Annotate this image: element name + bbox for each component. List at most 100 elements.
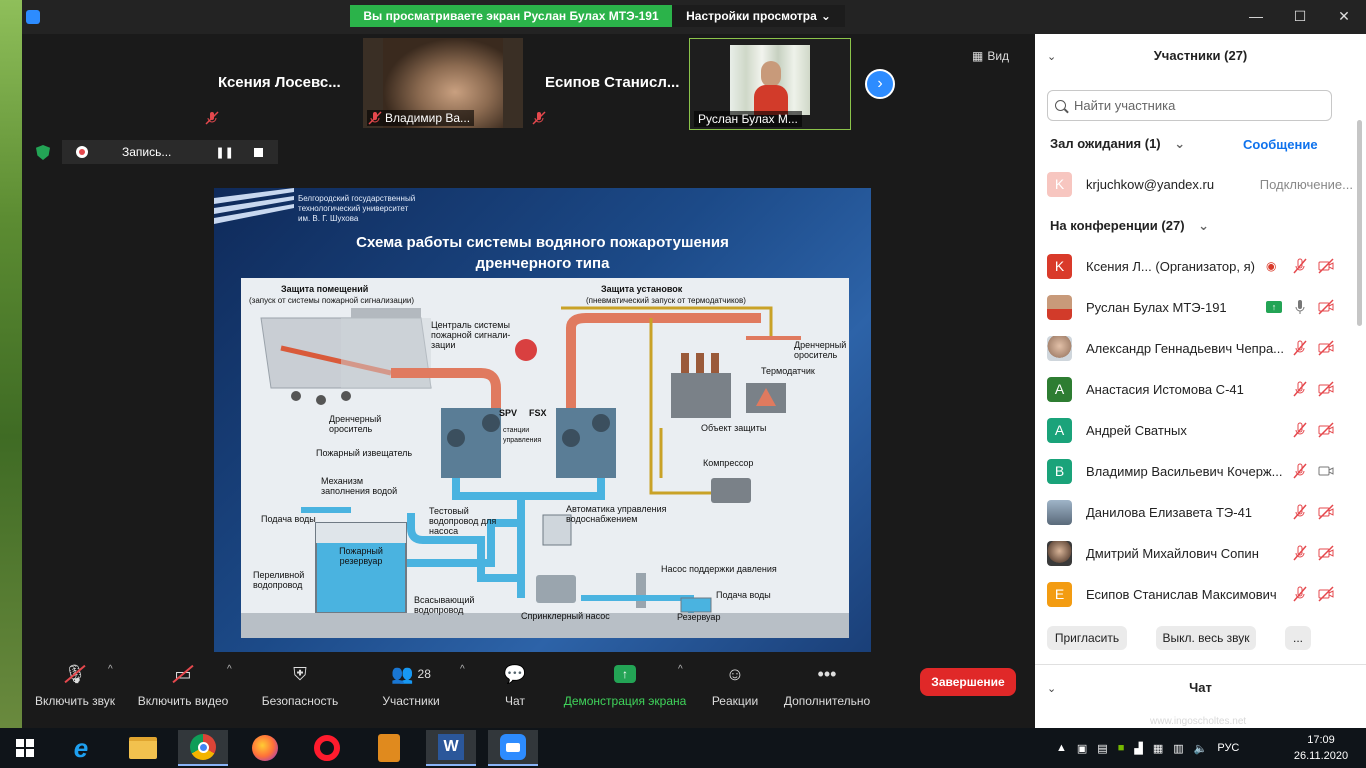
pause-recording-icon[interactable]: ❚❚ <box>215 146 234 159</box>
firefox-icon[interactable] <box>240 730 290 766</box>
more-options-button[interactable]: ... <box>1285 626 1311 650</box>
chevron-down-icon: ⌄ <box>1174 136 1186 151</box>
invite-button[interactable]: Пригласить <box>1047 626 1127 650</box>
chevron-down-icon[interactable]: ⌄ <box>1047 51 1057 63</box>
mute-all-button[interactable]: Выкл. весь звук <box>1156 626 1256 650</box>
windows-start-icon[interactable] <box>0 730 50 766</box>
avatar <box>1047 335 1072 361</box>
mic-muted-icon[interactable] <box>1292 258 1308 274</box>
microphone-icon[interactable] <box>1292 299 1308 315</box>
tile-name: Руслан Булах М... <box>694 111 802 127</box>
diagram-label: Насос поддержки давления <box>661 564 777 574</box>
mic-muted-icon[interactable] <box>1292 422 1308 438</box>
participant-row[interactable]: В Владимир Васильевич Кочерж... <box>1035 451 1353 491</box>
opera-icon[interactable] <box>302 730 352 766</box>
stop-recording-icon[interactable] <box>253 147 263 157</box>
video-options-chevron-icon[interactable]: ^ <box>227 664 232 675</box>
share-screen-arrow-icon: ↑ <box>614 660 636 688</box>
participant-row[interactable]: А Анастасия Истомова С-41 <box>1035 369 1353 409</box>
meeting-toolbar: 🎙 Включить звук ^ ▭ Включить видео ^ ⛨ Б… <box>22 652 1026 728</box>
chrome-icon[interactable] <box>178 730 228 766</box>
mic-muted-icon[interactable] <box>1292 545 1308 561</box>
desktop-watermark: www.ingoscholtes.net <box>1150 716 1247 727</box>
share-screen-button[interactable]: ↑ Демонстрация экрана <box>562 652 688 708</box>
minimize-window-button[interactable]: — <box>1249 8 1263 24</box>
shared-screen-view[interactable]: Белгородский государственный технологиче… <box>214 188 871 652</box>
view-layout-button[interactable]: ▦ Вид <box>972 46 1022 66</box>
view-options-button[interactable]: Настройки просмотра ⌄ <box>672 5 845 27</box>
unmute-button[interactable]: 🎙 Включить звук <box>32 652 118 709</box>
mic-muted-icon[interactable] <box>1292 381 1308 397</box>
chevron-down-icon[interactable]: ⌄ <box>1047 683 1057 695</box>
participant-row[interactable]: K Ксения Л... (Организатор, я) ◉ <box>1035 246 1353 286</box>
next-page-chevron-icon[interactable]: › <box>865 69 895 99</box>
video-tile-ksenia[interactable]: Ксения Лосевс... <box>200 38 360 128</box>
unmute-label: Включить звук <box>34 694 116 708</box>
word-icon[interactable]: W <box>426 730 476 766</box>
chat-panel-title[interactable]: Чат <box>1189 680 1212 695</box>
video-off-icon <box>1318 299 1334 315</box>
participants-options-chevron-icon[interactable]: ^ <box>460 664 465 675</box>
smiley-icon: ☺ <box>725 663 745 684</box>
internet-explorer-icon[interactable]: e <box>73 732 89 763</box>
mic-muted-icon[interactable] <box>1292 504 1308 520</box>
share-options-chevron-icon[interactable]: ^ <box>678 664 683 675</box>
video-off-icon <box>1318 340 1334 356</box>
message-waiting-button[interactable]: Сообщение <box>1243 137 1318 152</box>
tray-app-icon[interactable]: ▦ <box>1152 742 1164 755</box>
taskbar-clock[interactable]: 17:09 26.11.2020 <box>1288 732 1354 764</box>
diagram-label: Пожарный резервуар <box>339 546 383 566</box>
tray-app-icon[interactable]: ▤ <box>1097 742 1108 755</box>
archive-app-icon[interactable] <box>364 730 414 766</box>
waiting-participant-row[interactable]: K krjuchkow@yandex.ru Подключение... <box>1035 164 1353 204</box>
video-off-icon <box>1318 422 1334 438</box>
diagram-label: Подача воды <box>716 590 771 600</box>
participant-name: Александр Геннадьевич Чепра... <box>1086 340 1285 356</box>
participant-row[interactable]: Руслан Булах МТЭ-191 ↑ <box>1035 287 1353 327</box>
participant-row[interactable]: А Андрей Сватных <box>1035 410 1353 450</box>
diagram-label: Автоматика управления водоснабжением <box>566 504 667 524</box>
participant-row[interactable]: Данилова Елизавета ТЭ-41 <box>1035 492 1353 532</box>
chat-button[interactable]: 💬 Чат <box>500 652 530 709</box>
participant-row[interactable]: Дмитрий Михайлович Сопин <box>1035 533 1353 573</box>
start-video-button[interactable]: ▭ Включить видео <box>136 652 230 709</box>
maximize-window-button[interactable]: ☐ <box>1293 7 1307 24</box>
mic-muted-icon[interactable] <box>1292 463 1308 479</box>
mic-muted-icon[interactable] <box>1292 340 1308 356</box>
volume-icon[interactable]: 🔈 <box>1193 742 1208 755</box>
reactions-button[interactable]: ☺ Реакции <box>708 652 762 709</box>
participant-name: Данилова Елизавета ТЭ-41 <box>1086 504 1253 520</box>
participant-row[interactable]: Е Есипов Станислав Максимович <box>1035 574 1353 614</box>
video-tile-vladimir[interactable]: Владимир Ва... <box>363 38 523 128</box>
avatar <box>1047 540 1072 566</box>
video-tile-esipov[interactable]: Есипов Станисл... <box>527 38 687 128</box>
network-icon[interactable]: ▟ <box>1134 742 1143 755</box>
tray-app-icon[interactable]: ▣ <box>1076 742 1088 755</box>
zoom-taskbar-icon[interactable] <box>488 730 538 766</box>
security-button[interactable]: ⛨ Безопасность <box>260 652 340 709</box>
nvidia-icon[interactable]: ■ <box>1117 742 1125 754</box>
diagram-label: (пневматический запуск от термодатчиков) <box>586 296 746 305</box>
file-explorer-icon[interactable] <box>118 730 168 766</box>
more-button[interactable]: ••• Дополнительно <box>782 652 872 709</box>
show-hidden-icons-icon[interactable]: ▲ <box>1056 742 1067 754</box>
diagram-label: Компрессор <box>703 458 754 468</box>
chevron-down-icon: ⌄ <box>1198 218 1210 233</box>
end-meeting-button[interactable]: Завершение <box>920 668 1016 696</box>
mic-muted-icon[interactable] <box>1292 586 1308 602</box>
zoom-meeting-window: Вы просматриваете экран Руслан Булах МТЭ… <box>22 0 1366 728</box>
in-meeting-title[interactable]: На конференции (27) ⌄ <box>1050 218 1209 234</box>
waiting-room-title[interactable]: Зал ожидания (1) ⌄ <box>1050 136 1185 152</box>
mic-muted-icon <box>367 110 383 126</box>
participants-scrollbar[interactable] <box>1357 120 1362 326</box>
participant-row[interactable]: Александр Геннадьевич Чепра... <box>1035 328 1353 368</box>
audio-options-chevron-icon[interactable]: ^ <box>108 664 113 675</box>
input-language[interactable]: РУС <box>1217 742 1240 754</box>
participant-search-input[interactable]: Найти участника <box>1047 90 1332 121</box>
video-tile-ruslan-active-speaker[interactable]: Руслан Булах М... <box>689 38 851 130</box>
slide-title-line: Схема работы системы водяного пожаротуше… <box>356 234 729 251</box>
tray-app-icon[interactable]: ▥ <box>1173 742 1184 755</box>
encryption-shield-icon[interactable] <box>36 145 50 160</box>
close-window-button[interactable]: ✕ <box>1338 7 1350 24</box>
participants-button[interactable]: 👥28 Участники <box>380 652 442 709</box>
